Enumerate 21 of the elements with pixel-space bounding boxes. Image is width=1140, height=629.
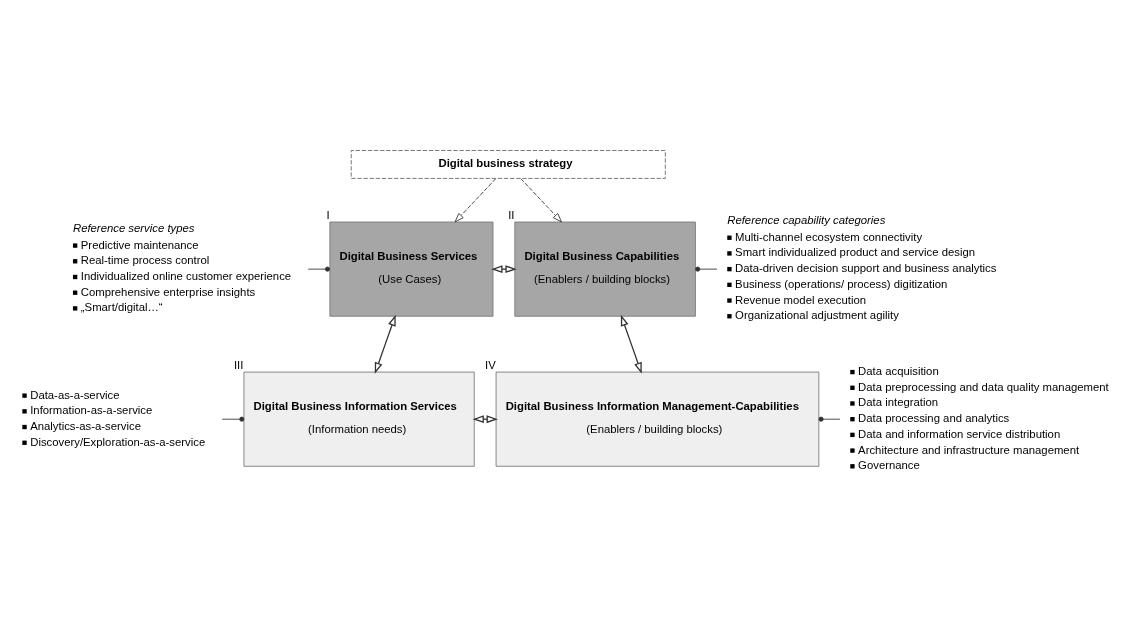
arrow	[454, 178, 497, 223]
node-box: Digital Business Information Services (Information needs)	[243, 371, 475, 467]
node-box: Digital Business Capabilities (Enablers / building blocks)	[514, 221, 696, 317]
node-text: Data acquisition Data preprocessing and data quality management Data integration Data processing and analytics Data and information service distribution Architecture and infrastructure management Governance	[858, 365, 1109, 472]
node-box: Digital business strategy	[350, 150, 666, 179]
node-text: Data-as-a-service Information-as-a-service Analytics-as-a-service Discovery/Exploration-as-a-service	[30, 388, 206, 448]
connector	[695, 266, 718, 272]
connector	[818, 416, 841, 422]
node-label: I	[326, 208, 330, 221]
connector	[307, 266, 330, 272]
node-label: III	[233, 358, 244, 371]
node-text: Reference capability categories Multi-channel ecosystem connectivity Smart individualized product and service design Data-driven decision support and business analytics Business (operations/ process) digitization Revenue model execution Organizational adjustment agility	[727, 214, 997, 322]
node-label: II	[508, 208, 515, 221]
arrow	[374, 314, 396, 374]
connector	[221, 416, 245, 422]
arrow	[520, 178, 562, 223]
node-box: Digital Business Services (Use Cases)	[329, 221, 494, 317]
node-text: Reference service types Predictive maintenance Real-time process control Individualized online customer experience Comprehensive enterprise insights „Smart/digital…“	[72, 221, 292, 314]
node-label: IV	[485, 358, 496, 371]
arrow	[620, 314, 642, 374]
node-box: Digital Business Information Management-Capabilities (Enablers / building blocks)	[495, 371, 820, 467]
